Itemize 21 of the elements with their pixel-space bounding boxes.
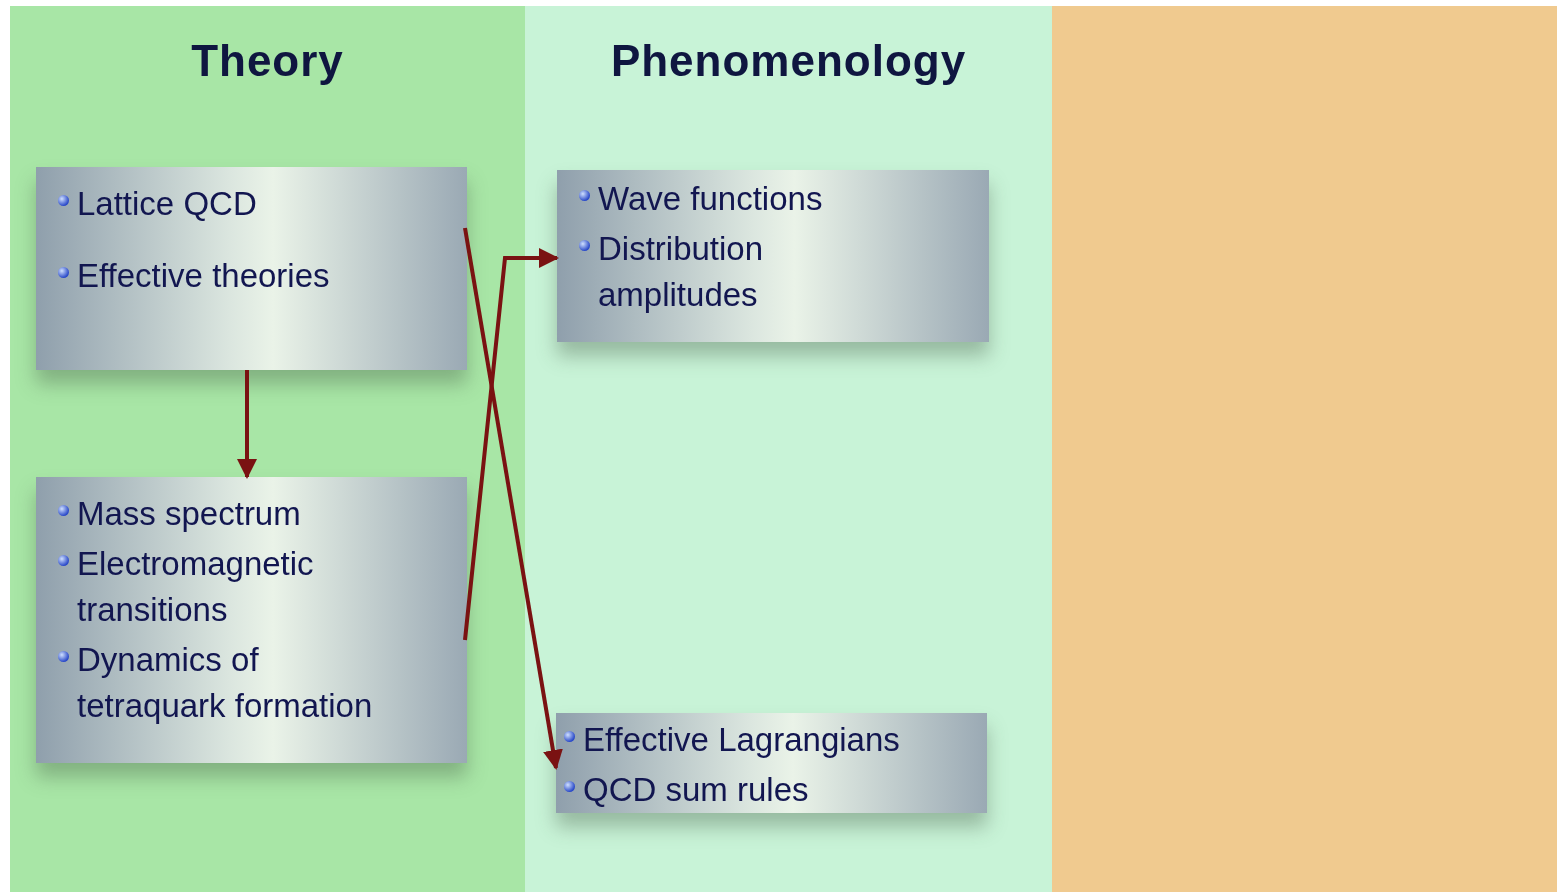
- list-item: Mass spectrum: [77, 494, 301, 534]
- topic-box: [36, 477, 467, 763]
- list-item: Electromagnetic transitions: [77, 544, 315, 630]
- list-item: Dynamics of tetraquark formation: [77, 640, 374, 726]
- topic-box: [557, 170, 989, 342]
- list-item: QCD sum rules: [583, 770, 809, 810]
- list-item: Effective Lagrangians: [583, 720, 900, 760]
- topic-box: [36, 167, 467, 370]
- arrow: [463, 248, 559, 641]
- theory-column: [10, 6, 525, 892]
- list-item: Lattice QCD: [77, 184, 257, 224]
- arrow: [237, 370, 257, 479]
- topic-box: [556, 713, 987, 813]
- empty-column: [1052, 6, 1557, 892]
- list-item: Effective theories: [77, 256, 330, 296]
- arrow: [463, 227, 563, 770]
- column-heading: Phenomenology: [609, 36, 968, 86]
- column-heading: Theory: [190, 36, 345, 86]
- phenomenology-column: [525, 6, 1052, 892]
- list-item: Distribution amplitudes: [598, 229, 765, 315]
- list-item: Wave functions: [598, 179, 823, 219]
